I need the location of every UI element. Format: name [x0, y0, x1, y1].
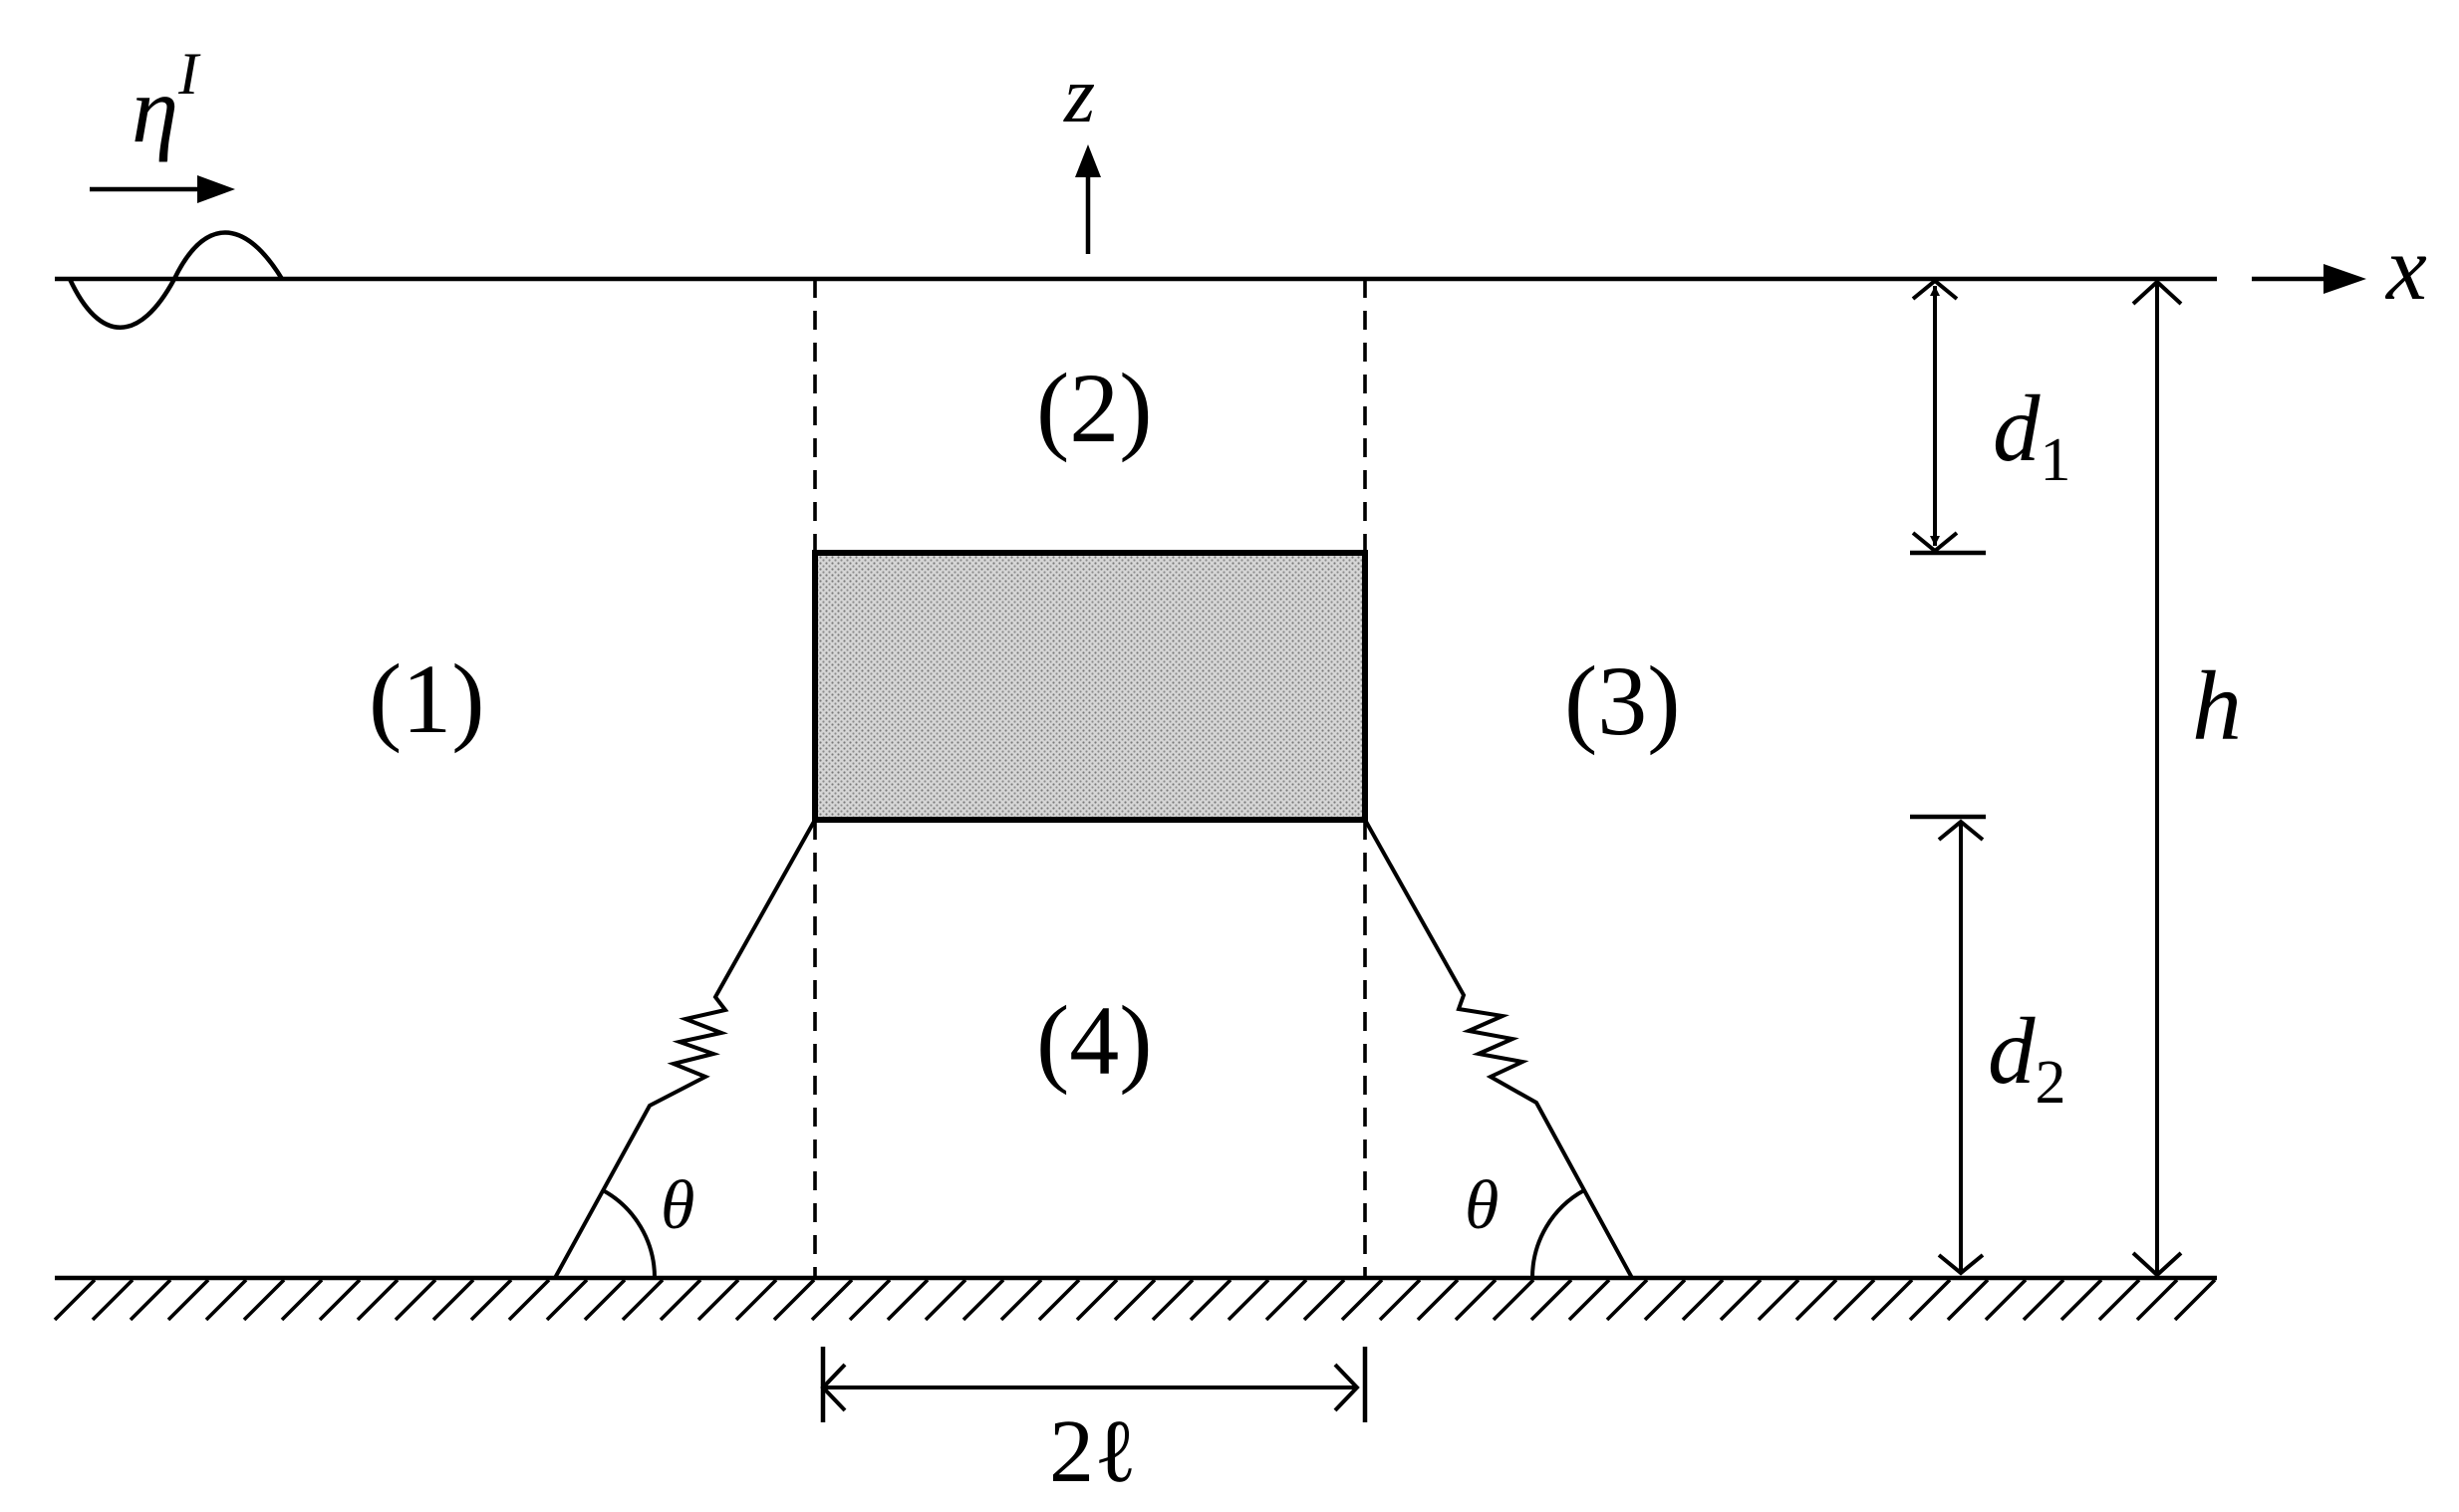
left-angle-arc — [602, 1188, 658, 1279]
seabed-hatch-stroke — [129, 1278, 172, 1322]
width-dimension-arrow — [820, 1347, 1368, 1422]
x-axis-label: x — [2384, 217, 2427, 319]
seabed-hatch-stroke — [696, 1278, 740, 1322]
d2-dimension-arrow — [1910, 814, 1986, 1276]
seabed-hatch-stroke — [1264, 1278, 1308, 1322]
seabed-hatch-stroke — [1340, 1278, 1384, 1322]
seabed-hatch-stroke — [394, 1278, 437, 1322]
seabed-hatch-stroke — [1832, 1278, 1876, 1322]
seabed-hatch-stroke — [1719, 1278, 1763, 1322]
seabed-hatch-stroke — [431, 1278, 475, 1322]
seabed-hatch-stroke — [53, 1278, 97, 1322]
d1-label: d1 — [1993, 376, 2071, 494]
right-mooring-spring — [1363, 819, 1634, 1279]
seabed-hatch-stroke — [1492, 1278, 1535, 1322]
seabed-hatch-stroke — [1605, 1278, 1649, 1322]
left-mooring-spring — [553, 819, 817, 1279]
d2-label: d2 — [1988, 998, 2066, 1117]
seabed-hatch-stroke — [1075, 1278, 1119, 1322]
seabed-hatch-stroke — [1946, 1278, 1990, 1322]
seabed-hatch-stroke — [2135, 1278, 2179, 1322]
seabed-hatch-stroke — [2022, 1278, 2065, 1322]
seabed-hatch-stroke — [886, 1278, 930, 1322]
seabed-hatch-stroke — [1454, 1278, 1498, 1322]
h-label: h — [2192, 650, 2242, 761]
seabed-hatch-stroke — [1870, 1278, 1914, 1322]
seabed-hatch-stroke — [1113, 1278, 1157, 1322]
seabed-hatch-stroke — [621, 1278, 665, 1322]
seabed-hatch-stroke — [848, 1278, 892, 1322]
incident-wave-label: ηI — [132, 41, 201, 162]
region-3-label: (3) — [1564, 645, 1681, 756]
seabed-hatch-stroke — [1643, 1278, 1687, 1322]
seabed-hatch-stroke — [166, 1278, 210, 1322]
seabed-hatch-stroke — [545, 1278, 589, 1322]
x-axis-arrow — [2252, 264, 2366, 294]
seabed-hatch-stroke — [1416, 1278, 1460, 1322]
right-angle-arc — [1529, 1188, 1585, 1279]
left-angle-label: θ — [661, 1167, 694, 1244]
seabed-hatch-stroke — [318, 1278, 362, 1322]
seabed-hatch-stroke — [659, 1278, 702, 1322]
seabed-hatch-stroke — [469, 1278, 513, 1322]
region-4-label: (4) — [1036, 985, 1153, 1096]
seabed-hatch-stroke — [810, 1278, 854, 1322]
seabed-hatch-stroke — [507, 1278, 551, 1322]
floating-body — [812, 550, 1368, 823]
seabed-hatch-stroke — [1378, 1278, 1422, 1322]
seabed-hatch-stroke — [1151, 1278, 1195, 1322]
incident-wave-curve — [67, 230, 284, 330]
seabed-hatch-stroke — [1189, 1278, 1232, 1322]
seabed-hatch-stroke — [1908, 1278, 1952, 1322]
seabed-hatch-stroke — [772, 1278, 816, 1322]
seabed-hatch-stroke — [204, 1278, 248, 1322]
seabed-hatch-stroke — [280, 1278, 324, 1322]
seabed-hatch-stroke — [924, 1278, 967, 1322]
seabed-hatch-stroke — [1037, 1278, 1081, 1322]
seabed-hatch-stroke — [1302, 1278, 1346, 1322]
seabed-hatch-stroke — [1529, 1278, 1573, 1322]
region-1-label: (1) — [369, 643, 485, 754]
width-label: 2ℓ — [1049, 1402, 1137, 1501]
seabed-hatch-stroke — [999, 1278, 1043, 1322]
z-axis-label: z — [1063, 52, 1095, 139]
seabed-hatch-stroke — [583, 1278, 627, 1322]
region-2-label: (2) — [1036, 353, 1153, 463]
seabed-hatching — [53, 1278, 2217, 1322]
seabed-hatch-stroke — [2097, 1278, 2141, 1322]
seabed-hatch-stroke — [2173, 1278, 2217, 1322]
incident-wave-arrow — [90, 175, 235, 203]
d1-dimension-arrow — [1910, 278, 1986, 556]
right-angle-label: θ — [1465, 1167, 1499, 1244]
seabed-hatch-stroke — [1567, 1278, 1611, 1322]
seabed-hatch-stroke — [961, 1278, 1005, 1322]
seabed-hatch-stroke — [1227, 1278, 1270, 1322]
seabed-hatch-stroke — [356, 1278, 400, 1322]
z-axis-arrow — [1075, 144, 1101, 254]
seabed-hatch-stroke — [1757, 1278, 1800, 1322]
seabed-hatch-stroke — [2059, 1278, 2103, 1322]
seabed-hatch-stroke — [734, 1278, 778, 1322]
seabed-hatch-stroke — [91, 1278, 135, 1322]
h-dimension-arrow — [2131, 279, 2183, 1278]
seabed-hatch-stroke — [1681, 1278, 1725, 1322]
seabed-hatch-stroke — [1984, 1278, 2028, 1322]
seabed-hatch-stroke — [242, 1278, 286, 1322]
seabed-hatch-stroke — [1794, 1278, 1838, 1322]
